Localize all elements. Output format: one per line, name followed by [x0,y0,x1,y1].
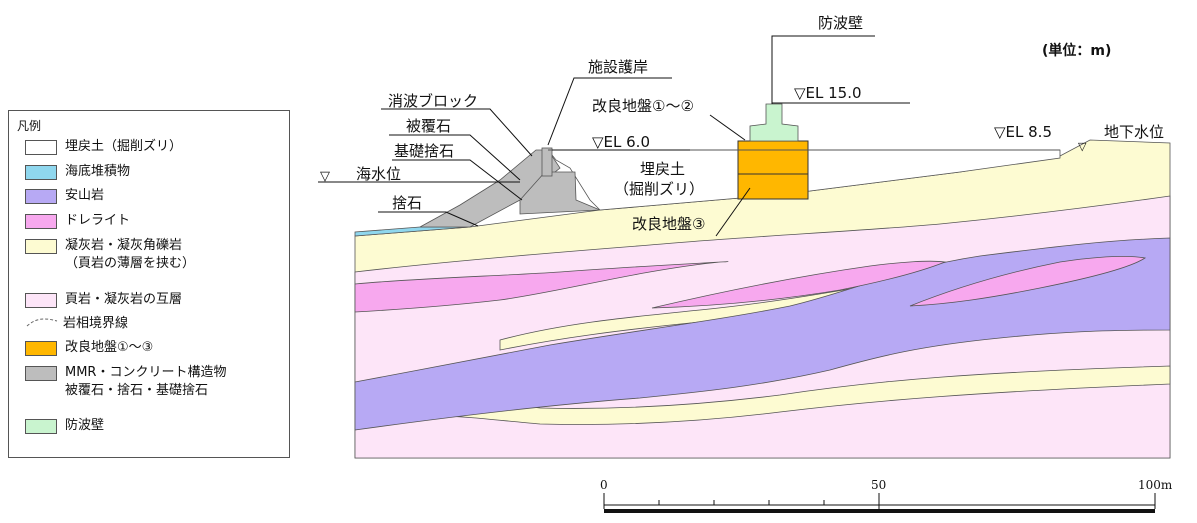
label-wave-block: 消波ブロック [388,92,479,110]
legend-item: 凝灰岩・凝灰角礫岩 （頁岩の薄層を挟む） [25,237,195,273]
legend-item: ドレライト [25,212,130,230]
leader-improved-ground-12 [709,114,746,141]
legend-item-label: ドレライト [65,213,131,228]
unit-label: (単位：m) [1042,43,1112,59]
legend-item: 埋戻土（掘削ズリ） [25,138,182,156]
label-improved-ground-3: 改良地盤③ [632,215,706,233]
label-seawall: 防波壁 [818,14,864,32]
legend-item-label: 埋戻土（掘削ズリ） [65,139,183,154]
scale-label-0: 0 [600,478,608,492]
swatch-seawall [25,419,57,434]
legend-box: 凡例 埋戻土（掘削ズリ） 海底堆積物 安山岩 ドレライト 凝灰岩・凝灰角礫岩 （… [8,110,290,458]
legend-item-label: MMR・コンクリート構造物 被覆石・捨石・基礎捨石 [65,365,227,398]
legend-item-label: 岩相境界線 [63,316,129,331]
swatch-mmr-structure [25,366,57,381]
label-backfill-note: （掘削ズリ） [614,180,705,198]
swatch-backfill [25,140,57,155]
lithology-boundary-icon [26,318,58,327]
swatch-tuff [25,239,57,254]
leader-rubble [378,211,479,227]
leader-armor-stone [389,134,521,181]
scale-label-100: 100m [1138,478,1173,492]
legend-item: MMR・コンクリート構造物 被覆石・捨石・基礎捨石 [25,364,226,400]
label-el-85: ▽EL 8.5 [994,123,1052,141]
sea-level-triangle-icon: ▽ [320,169,330,184]
groundwater-triangle-icon: ▽ [1078,140,1087,153]
dolerite-lens-left [354,261,729,313]
label-groundwater: 地下水位 [1104,123,1165,141]
label-el-6: ▽EL 6.0 [592,133,650,151]
label-facility-revetment: 施設護岸 [588,58,649,76]
legend-item-label: 頁岩・凝灰岩の互層 [65,292,183,307]
leader-seawall [771,35,875,104]
legend-item-label: 改良地盤①～③ [65,340,154,355]
legend-item-label: 凝灰岩・凝灰角礫岩 （頁岩の薄層を挟む） [65,238,196,271]
leader-wave-block [381,108,533,157]
swatch-andesite [25,189,57,204]
swatch-seabed-sediment [25,165,57,180]
legend-item: 防波壁 [25,417,104,435]
swatch-shale-tuff [25,293,57,308]
tuff-band-lower [354,365,1171,425]
label-improved-ground-12: 改良地盤①～② [592,97,694,115]
swatch-dolerite [25,214,57,229]
legend-item: 安山岩 [25,187,104,205]
leader-foundation-rubble [392,159,523,201]
label-armor-stone: 被覆石 [406,117,452,135]
improved-ground [737,140,809,200]
label-el-15: ▽EL 15.0 [794,84,862,102]
revetment-top [541,147,553,177]
scale-bar-black [604,509,1155,513]
swatch-improved-ground [25,341,57,356]
leader-improved-ground-3 [715,187,751,237]
label-backfill: 埋戻土 [640,160,686,178]
legend-item: 海底堆積物 [25,163,130,181]
legend-item: 岩相境界線 [25,315,128,333]
label-rubble: 捨石 [392,194,423,212]
legend-item: 頁岩・凝灰岩の互層 [25,291,182,309]
legend-item-label: 海底堆積物 [65,164,131,179]
legend-item: 改良地盤①～③ [25,339,153,357]
scale-label-50: 50 [871,478,887,492]
seawall-structure [749,103,799,142]
label-foundation-rubble: 基礎捨石 [394,142,455,160]
leader-facility-revetment [547,77,672,146]
legend-item-label: 防波壁 [65,418,105,433]
label-sea-level: 海水位 [356,165,402,183]
dolerite-lens-right [909,255,1147,307]
dolerite-lens-mid [651,260,947,309]
legend-title: 凡例 [17,119,42,133]
legend-item-label: 安山岩 [65,188,105,203]
